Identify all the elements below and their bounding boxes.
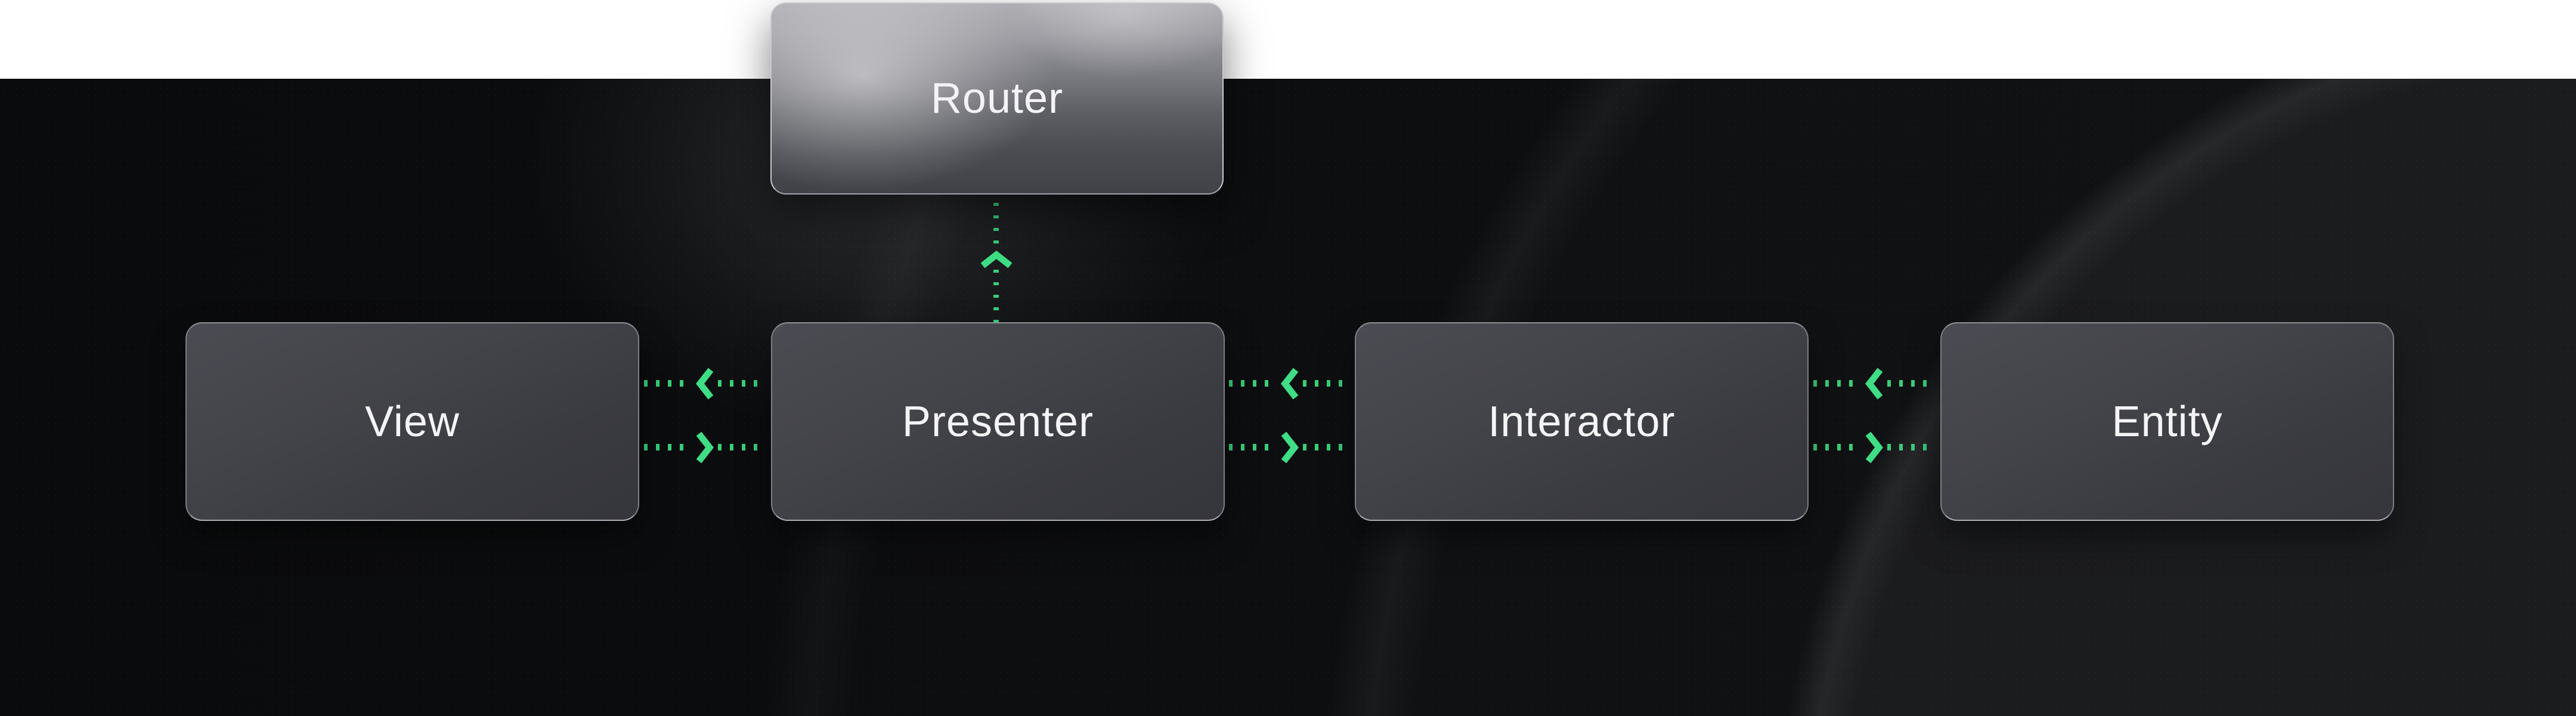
dotted-line-view-presenter-top-left bbox=[644, 380, 692, 387]
dotted-line-presenter-router-lower bbox=[993, 270, 999, 322]
node-entity-label: Entity bbox=[2111, 397, 2223, 446]
dotted-line-view-presenter-top-right bbox=[718, 380, 766, 387]
dotted-line-presenter-interactor-top-left bbox=[1229, 380, 1277, 387]
node-router: Router bbox=[770, 2, 1224, 195]
dotted-line-view-presenter-bottom-right bbox=[718, 444, 766, 450]
dotted-line-presenter-interactor-top-right bbox=[1303, 380, 1351, 387]
arrow-right-icon bbox=[696, 431, 714, 464]
dotted-line-interactor-entity-bottom-left bbox=[1813, 444, 1861, 450]
node-presenter: Presenter bbox=[771, 322, 1225, 521]
node-entity: Entity bbox=[1940, 322, 2394, 521]
node-interactor-label: Interactor bbox=[1488, 397, 1676, 446]
arrow-left-icon bbox=[1281, 368, 1299, 400]
arrow-right-icon bbox=[1865, 431, 1883, 464]
dotted-line-interactor-entity-top-left bbox=[1813, 380, 1861, 387]
node-view-label: View bbox=[365, 397, 460, 446]
dotted-line-presenter-interactor-bottom-left bbox=[1229, 444, 1277, 450]
arrow-left-icon bbox=[696, 368, 714, 400]
node-presenter-label: Presenter bbox=[902, 397, 1094, 446]
dotted-line-view-presenter-bottom-left bbox=[644, 444, 692, 450]
dotted-line-presenter-router-upper bbox=[993, 203, 999, 247]
node-view: View bbox=[185, 322, 639, 521]
dotted-line-interactor-entity-top-right bbox=[1887, 380, 1935, 387]
arrow-left-icon bbox=[1865, 368, 1883, 400]
dotted-line-interactor-entity-bottom-right bbox=[1887, 444, 1935, 450]
node-router-label: Router bbox=[930, 75, 1064, 122]
arrow-right-icon bbox=[1281, 431, 1299, 464]
node-interactor: Interactor bbox=[1355, 322, 1809, 521]
arrow-up-icon bbox=[980, 251, 1013, 268]
dotted-line-presenter-interactor-bottom-right bbox=[1303, 444, 1351, 450]
